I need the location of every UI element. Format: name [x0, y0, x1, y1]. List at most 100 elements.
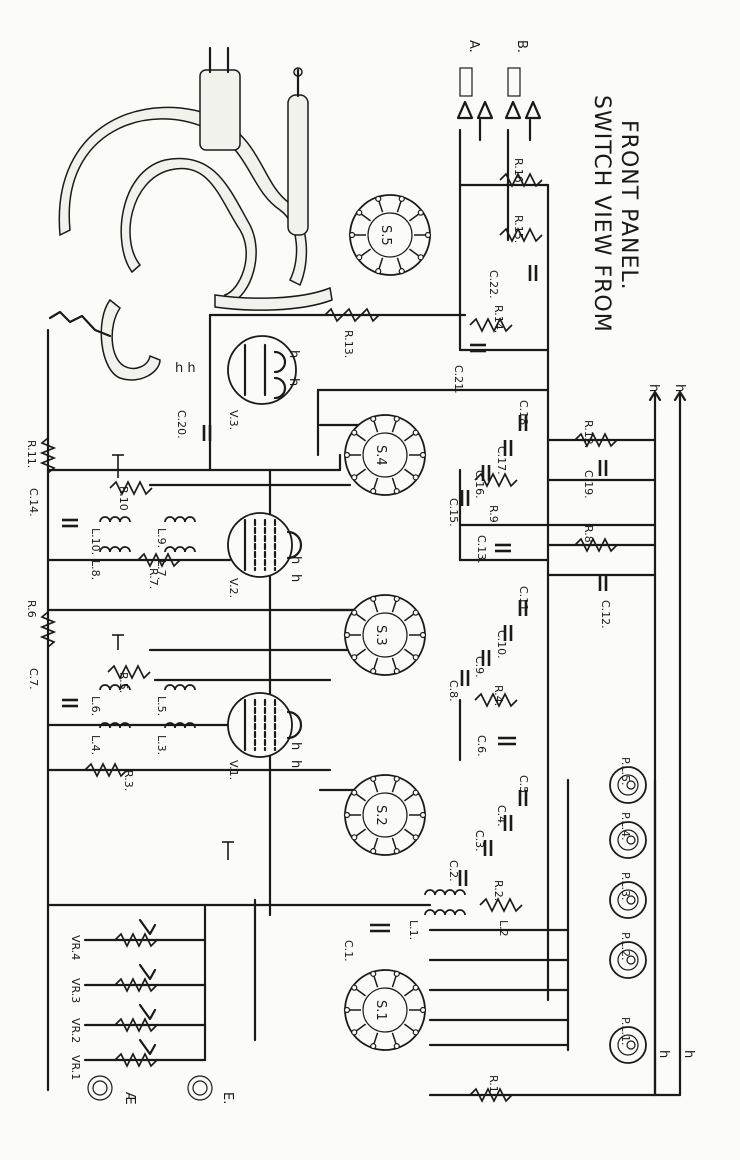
resistor-label-r6: R.6 — [25, 600, 38, 618]
capacitors — [62, 265, 608, 933]
resistor-label-r16: R.16. — [512, 158, 525, 186]
coil-label-l1: L.1. — [407, 920, 420, 940]
resistor-r8 — [574, 537, 618, 553]
caption-line-2: FRONT PANEL. — [616, 120, 641, 291]
heater-label: h — [286, 378, 301, 386]
pilot-lamp-1: P.L.1. — [609, 1017, 647, 1064]
heater-label: h — [656, 1050, 671, 1058]
coil-l6 — [99, 684, 131, 691]
resistor-r5 — [107, 664, 151, 680]
resistor-r7 — [137, 552, 181, 568]
resistor-label-r14: R.14. — [492, 305, 505, 333]
rotary-switches: S.1 S.2 S.3 S.4 S.5 — [343, 194, 432, 1051]
capacitor-c21 — [470, 343, 486, 353]
heater-label: h — [286, 350, 301, 358]
variable-resistor-vr4 — [83, 918, 207, 948]
resistor-label-r13: R.13. — [342, 330, 355, 358]
earth-label: E. — [220, 1092, 235, 1104]
ground-2 — [112, 634, 124, 650]
capacitor-c13 — [495, 543, 511, 553]
ground-1 — [112, 454, 124, 478]
capacitor-c10 — [503, 625, 513, 641]
labels: Æ E. A. B. h h SWITCH VIEW FROM FRONT PA… — [25, 40, 696, 1105]
coil-label-l8: L.8. — [89, 560, 102, 580]
capacitor-label-c3: C.3. — [473, 830, 486, 852]
output-a-label: A. — [466, 40, 481, 53]
aerial-label: Æ — [122, 1092, 137, 1105]
resistor-r10 — [109, 480, 153, 496]
coil-label-l3: L.3. — [155, 735, 168, 755]
heater-label: h — [288, 556, 303, 564]
resistor-r6 — [39, 611, 57, 648]
capacitor-c22 — [528, 265, 538, 281]
coil-label-l2: L.2 — [497, 920, 510, 937]
capacitor-label-c16: C.16. — [473, 470, 486, 499]
valve-v2 — [227, 512, 303, 578]
capacitor-c12 — [598, 575, 608, 591]
resistor-label-r12: R.12. — [582, 420, 595, 448]
coil-label-l10: L.10. — [89, 528, 102, 555]
resistor-label-r3: R.3. — [122, 770, 135, 791]
capacitor-label-c21: C.21. — [452, 365, 465, 394]
resistor-label-r8: R.8. — [582, 525, 595, 546]
coil-label-l7: L.7. — [155, 560, 168, 580]
capacitor-c17 — [503, 440, 513, 456]
pilot-lamp-3: P.L.3. — [609, 872, 647, 919]
capacitor-c8 — [460, 670, 470, 686]
capacitor-c20 — [202, 425, 212, 441]
coil-l7 — [164, 546, 196, 553]
variable-resistor-vr3 — [83, 963, 207, 993]
mains-cable-illustration: h h — [48, 46, 333, 381]
capacitor-c4 — [503, 815, 513, 831]
switch-2: S.2 — [343, 774, 427, 856]
coil-l8 — [99, 546, 131, 553]
capacitor-label-c13: C.13. — [475, 535, 488, 564]
pilot-lamp-4: P.L.4. — [609, 812, 647, 859]
resistor-label-r9: R.9. — [487, 505, 500, 526]
resistors — [39, 172, 618, 1103]
valve-v3 — [227, 335, 297, 405]
pilot-lamp-label-4: P.L.4. — [619, 812, 632, 841]
variable-resistor-vr1 — [83, 1038, 207, 1068]
heater-label: h — [681, 1050, 696, 1058]
coil-l5 — [164, 684, 196, 691]
capacitor-label-c8: C.8. — [447, 680, 460, 702]
capacitor-label-c1: C.1. — [342, 940, 355, 962]
switch-label-2: S.2 — [373, 805, 388, 826]
capacitor-label-c10: C.10. — [495, 630, 508, 659]
coil-l10 — [99, 516, 131, 523]
capacitor-label-c18: C.18. — [517, 400, 530, 429]
resistor-r13 — [324, 307, 380, 323]
resistor-r3 — [84, 762, 128, 778]
resistor-label-r2: R.2. — [492, 880, 505, 901]
capacitor-label-c9: C.9. — [473, 656, 486, 678]
valve-label-v1: V.1. — [227, 760, 240, 780]
switch-4: S.4 — [343, 414, 427, 496]
vr-label-4: VR.4 — [69, 935, 82, 960]
coils — [99, 516, 466, 916]
capacitor-label-c4: C.4. — [495, 805, 508, 827]
resistor-label-r1: R.1. — [487, 1075, 500, 1096]
resistor-r1 — [469, 1087, 513, 1103]
switch-5: S.5 — [348, 194, 432, 276]
vr-label-1: VR.1 — [69, 1055, 82, 1080]
coil-label-l4: L.4. — [89, 735, 102, 755]
switch-label-3: S.3 — [373, 625, 388, 646]
resistor-r11 — [39, 437, 57, 474]
pilot-lamp-label-1: P.L.1. — [619, 1017, 632, 1046]
caption-line-1: SWITCH VIEW FROM — [589, 95, 614, 333]
resistor-label-r11: R.11. — [25, 440, 38, 468]
coil-l4 — [99, 722, 131, 729]
ground-3 — [222, 841, 234, 860]
capacitor-label-c17: C.17. — [495, 446, 508, 475]
coil-label-l6: L.6. — [89, 696, 102, 716]
resistor-r16 — [499, 172, 543, 188]
resistor-label-r7: R.7. — [147, 568, 160, 589]
heater-out-b-label: h — [672, 384, 687, 392]
heater-out-a-label: h — [646, 384, 661, 392]
switch-label-4: S.4 — [373, 445, 388, 466]
switch-label-1: S.1 — [373, 1000, 388, 1021]
capacitor-c18 — [518, 415, 528, 431]
switch-3: S.3 — [343, 594, 427, 676]
capacitor-label-c14: C.14. — [27, 488, 40, 517]
